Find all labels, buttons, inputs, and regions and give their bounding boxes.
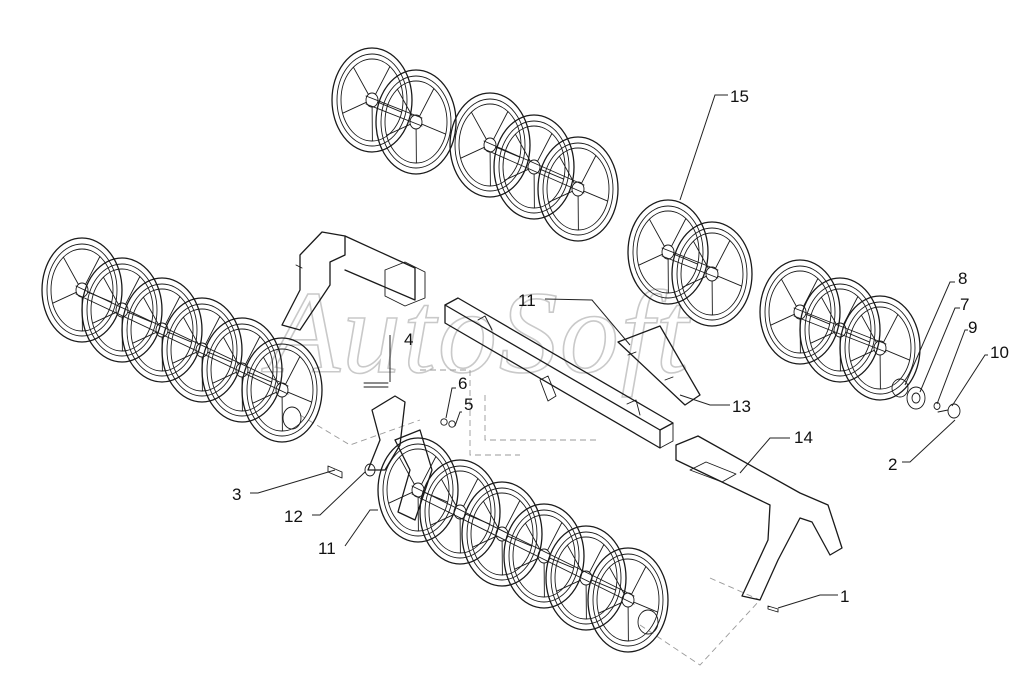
roller-shaft xyxy=(483,140,585,194)
roller-wheel xyxy=(503,503,585,609)
roller-wheel xyxy=(799,277,881,383)
callout-12: 12 xyxy=(284,507,303,526)
roller-group-right-b xyxy=(759,259,921,401)
callout-5: 5 xyxy=(464,395,473,414)
roller-wheel xyxy=(537,136,619,242)
callout-1: 1 xyxy=(840,587,849,606)
roller-wheel xyxy=(545,525,627,631)
callout-4: 4 xyxy=(404,330,413,349)
roller-wheel xyxy=(41,237,123,343)
roller-wheel xyxy=(587,547,669,653)
roller-wheel xyxy=(121,277,203,383)
callout-7: 7 xyxy=(960,295,969,314)
bracket-plate xyxy=(617,325,701,406)
roller-wheel xyxy=(449,92,531,198)
roller-group-right-a xyxy=(627,199,753,327)
callout-2: 2 xyxy=(888,455,897,474)
roller-wheel xyxy=(241,337,323,443)
callout-10: 10 xyxy=(990,343,1009,362)
roller-group-left xyxy=(41,237,323,443)
roller-wheel xyxy=(201,317,283,423)
callout-3: 3 xyxy=(232,485,241,504)
roller-wheel xyxy=(331,47,413,153)
roller-wheel xyxy=(375,69,457,175)
roller-wheel xyxy=(627,199,709,305)
callout-13: 13 xyxy=(732,397,751,416)
roller-wheel xyxy=(671,221,753,327)
left-frame-arm xyxy=(281,231,426,331)
hardware-parts xyxy=(282,378,961,635)
roller-wheel xyxy=(377,437,459,543)
roller-group-top xyxy=(331,47,457,175)
callout-6: 6 xyxy=(458,374,467,393)
callout-8: 8 xyxy=(958,269,967,288)
callout-11-top: 11 xyxy=(518,291,536,310)
leader-lines xyxy=(250,94,988,609)
side-plates xyxy=(367,395,433,521)
roller-group-bottom xyxy=(377,437,669,653)
callout-labels: 1 2 3 4 5 6 7 8 9 10 11 11 12 13 14 15 xyxy=(232,87,1009,606)
watermark-text: AutoSoft xyxy=(261,267,692,398)
roller-wheel xyxy=(161,297,243,403)
roller-wheel xyxy=(461,481,543,587)
roller-shaft xyxy=(365,95,423,127)
roller-assemblies xyxy=(41,47,921,653)
roller-wheel xyxy=(419,459,501,565)
assembly-dashed-lines xyxy=(299,369,761,666)
callout-15: 15 xyxy=(730,87,749,106)
roller-shaft xyxy=(661,247,719,279)
callout-14: 14 xyxy=(794,428,813,447)
roller-shaft xyxy=(75,285,289,395)
roller-wheel xyxy=(759,259,841,365)
roller-wheel xyxy=(493,114,575,220)
right-frame-arm xyxy=(675,435,843,601)
callout-9: 9 xyxy=(968,318,977,337)
roller-wheel xyxy=(839,295,921,401)
callout-11-bottom: 11 xyxy=(318,539,336,558)
roller-group-top-middle xyxy=(449,92,619,242)
main-frame-beam xyxy=(444,297,674,449)
